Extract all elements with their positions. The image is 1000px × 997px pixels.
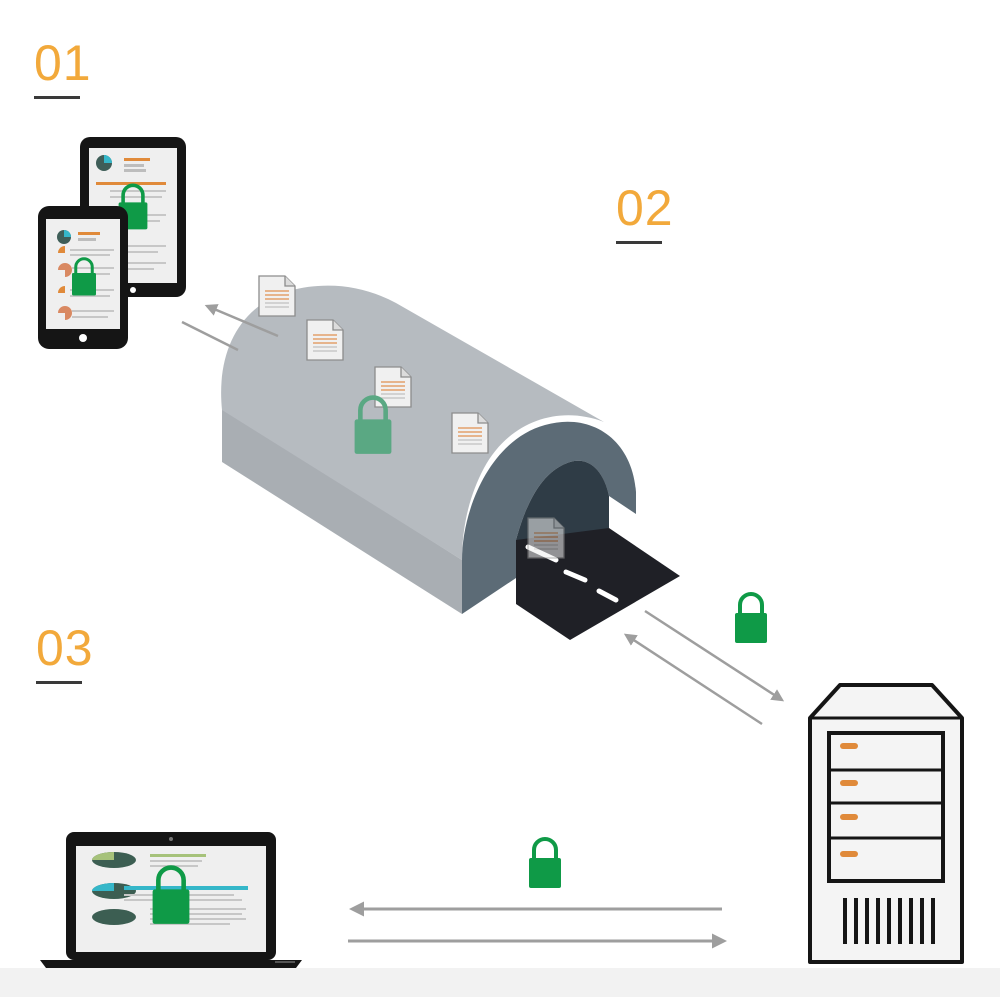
arrow-to-devices [204, 304, 279, 338]
server-icon [808, 683, 964, 964]
arrow-from-devices [181, 320, 239, 352]
vpn-tunnel [221, 285, 680, 640]
step-number: 02 [616, 180, 674, 236]
bottom-band [0, 968, 1000, 997]
document-icon [451, 412, 489, 454]
arrow-from-server [623, 633, 763, 726]
arrow-to-server [644, 609, 785, 702]
step-underline [36, 681, 82, 684]
step-number: 01 [34, 35, 92, 91]
padlock-icon [733, 592, 769, 645]
step-underline [34, 96, 80, 99]
step-03: 03 [36, 623, 116, 684]
padlock-icon [527, 837, 563, 890]
step-underline [616, 241, 662, 244]
document-icon [306, 319, 344, 361]
step-02: 02 [616, 183, 696, 244]
step-01: 01 [34, 38, 114, 99]
document-icon [527, 517, 565, 559]
document-icon [258, 275, 296, 317]
step-number: 03 [36, 620, 94, 676]
